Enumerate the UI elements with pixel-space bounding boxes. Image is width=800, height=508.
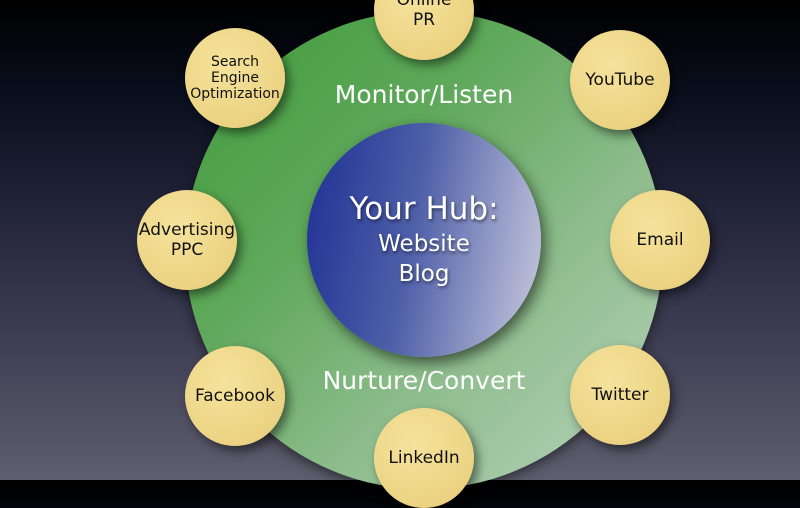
node-label: PR [412,10,436,30]
node-seo: Search Engine Optimization [185,28,285,128]
node-label: Facebook [195,386,275,406]
hub-title: Your Hub: [349,191,499,227]
hub-line-blog: Blog [398,261,450,287]
node-facebook: Facebook [185,346,285,446]
node-label: PPC [170,240,204,260]
node-email: Email [610,190,710,290]
node-label: Search [210,54,260,70]
hub-line-website: Website [378,231,470,257]
node-label: Advertising [138,220,236,240]
nurture-convert-label: Nurture/Convert [322,366,526,395]
node-advertising: Advertising PPC [137,190,237,290]
node-label: Engine [211,70,259,86]
monitor-listen-label: Monitor/Listen [334,80,514,109]
node-label: Twitter [591,385,649,405]
node-youtube: YouTube [570,30,670,130]
hub-circle: Your Hub: Website Blog [307,123,541,357]
node-linkedin: LinkedIn [374,408,474,508]
node-label: Optimization [190,86,280,102]
node-label: YouTube [585,70,655,90]
node-twitter: Twitter [570,345,670,445]
node-label: LinkedIn [388,448,460,468]
node-label: Online [396,0,452,10]
node-label: Email [636,230,684,250]
